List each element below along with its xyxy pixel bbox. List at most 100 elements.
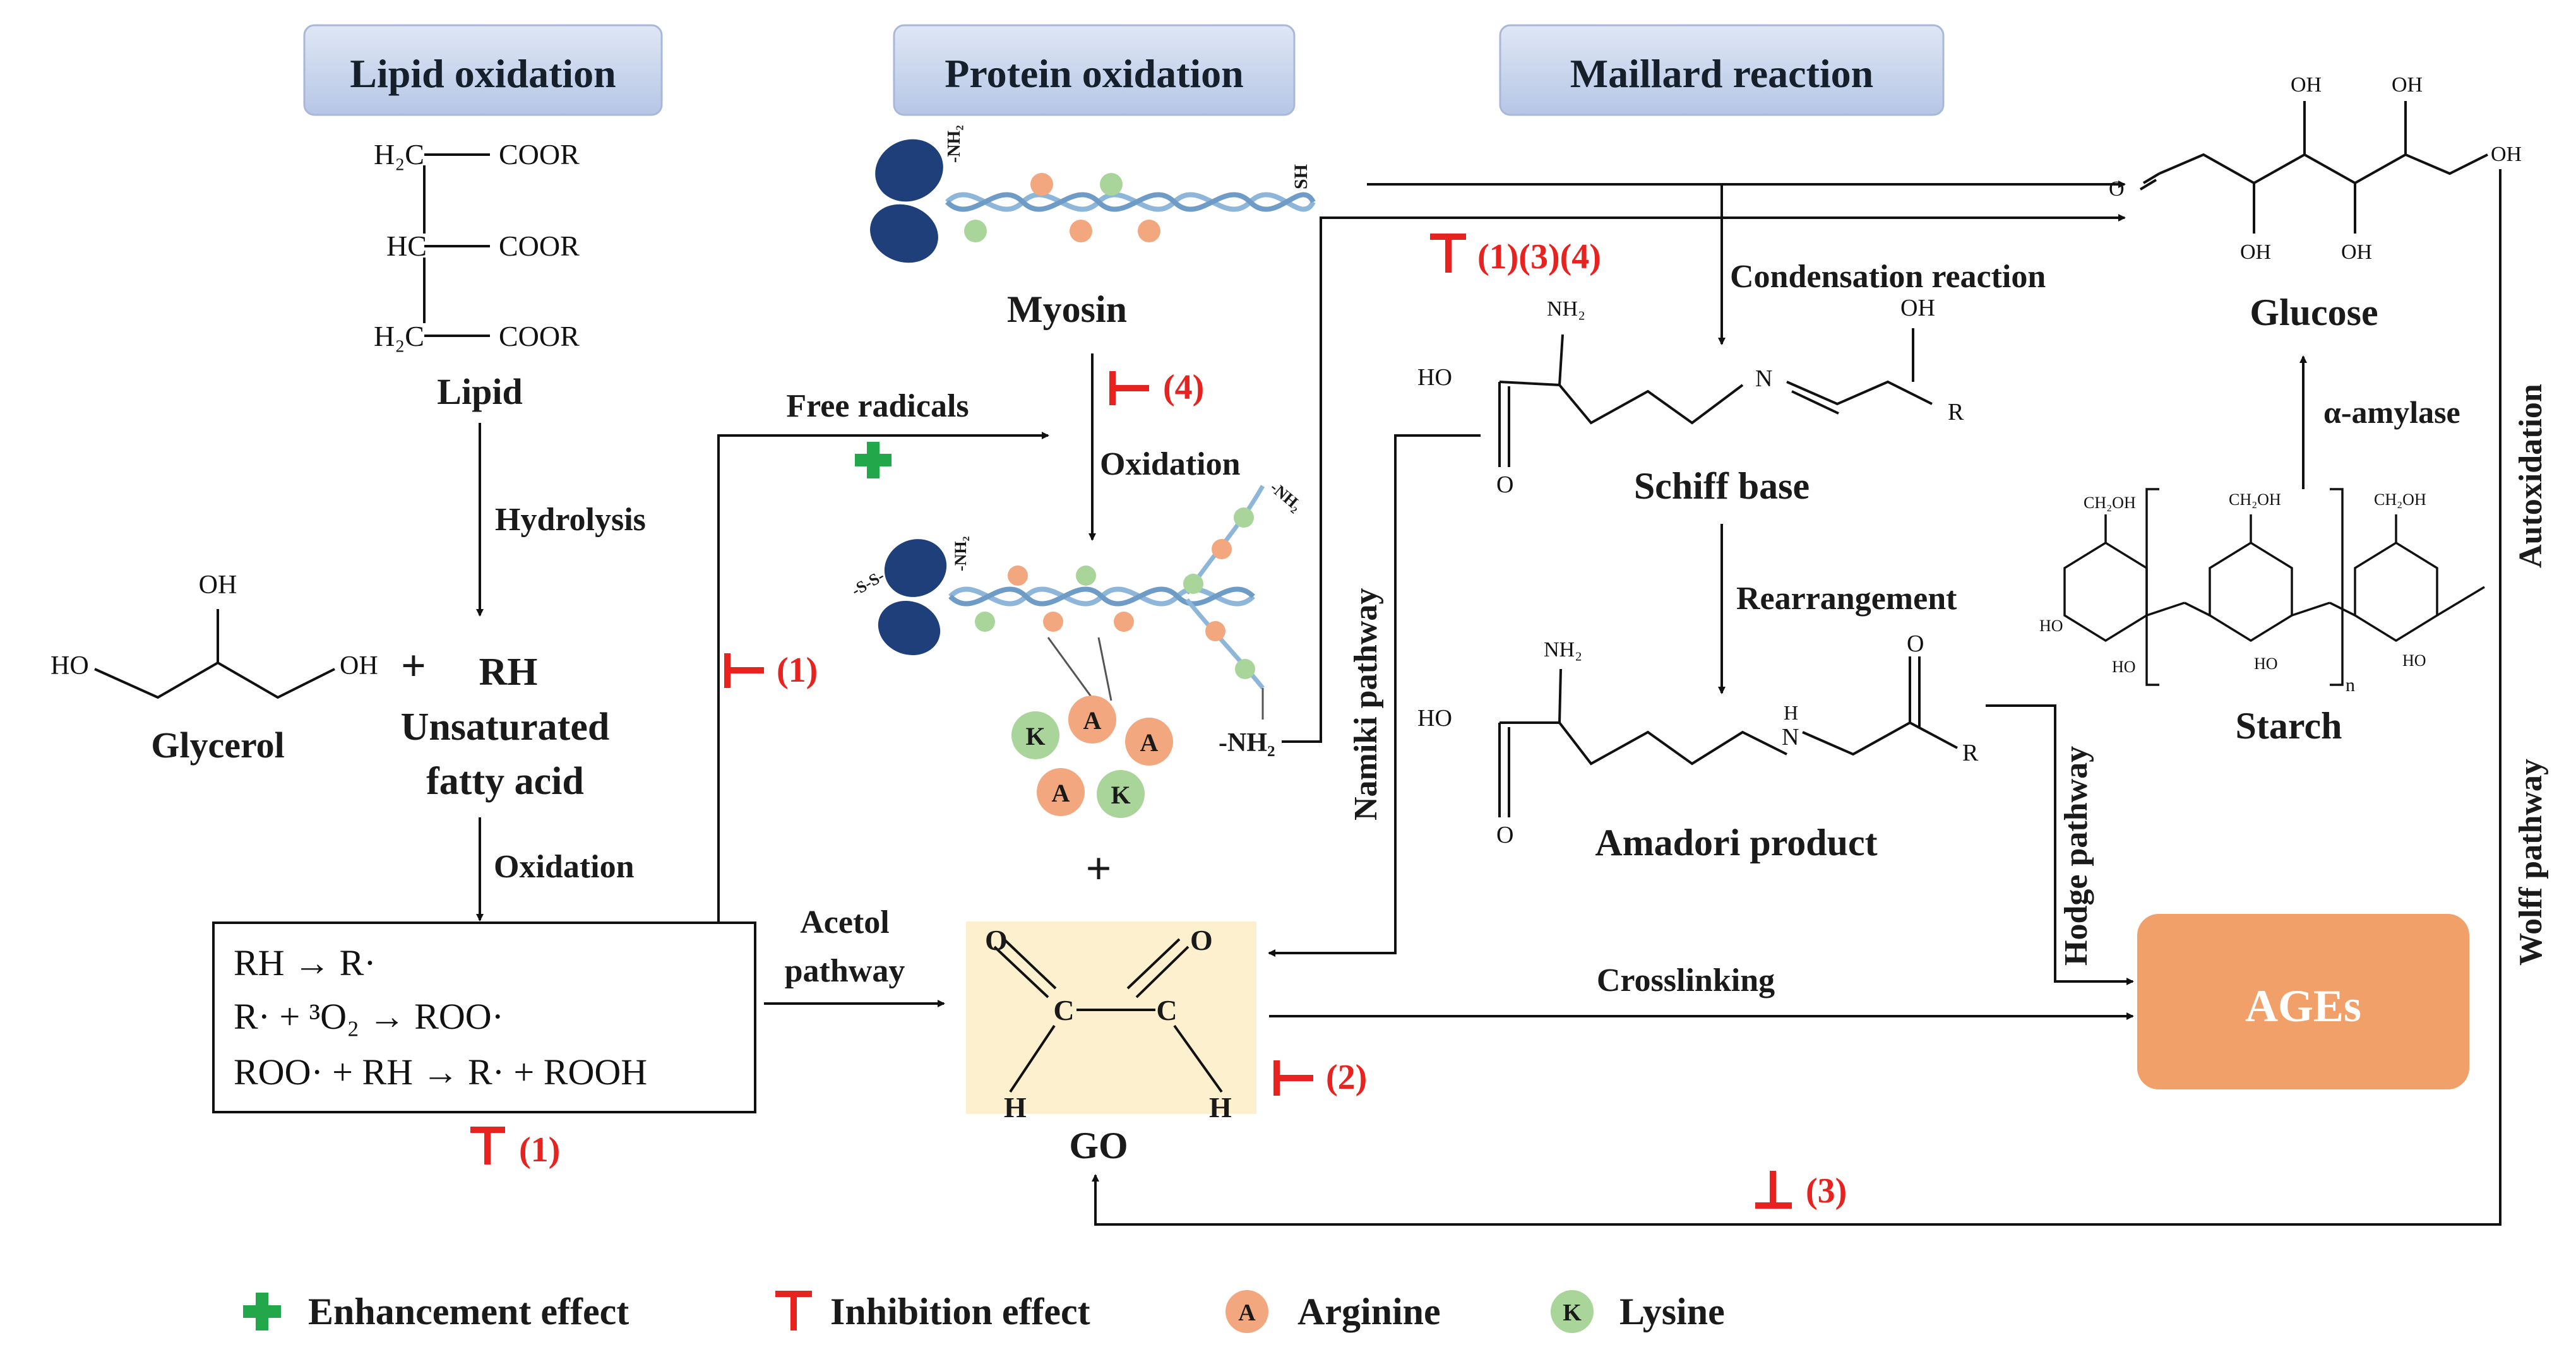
glycerol-structure bbox=[94, 609, 335, 699]
inhibit-symbol-134 bbox=[1430, 234, 1466, 273]
ages-label: AGEs bbox=[2245, 981, 2361, 1031]
legend-arginine-letter: A bbox=[1238, 1300, 1256, 1326]
starch-ho-3: HO bbox=[2254, 655, 2278, 673]
oxidized-nh2-top: -NH₂ bbox=[1267, 478, 1305, 514]
go-o-left: O bbox=[985, 924, 1008, 956]
amylase-label: α-amylase bbox=[2323, 394, 2460, 430]
namiki-arrow bbox=[1268, 434, 1481, 957]
amadori-n: N bbox=[1782, 724, 1799, 750]
myosin-sh: SH bbox=[1291, 164, 1311, 189]
starch-ho-2: HO bbox=[2112, 658, 2136, 676]
ufa-line1: Unsaturated bbox=[401, 706, 610, 749]
glucose-oh-5: OH bbox=[2491, 143, 2522, 166]
schiff-oh: OH bbox=[1900, 295, 1935, 321]
inhibit-symbol-reactions bbox=[470, 1127, 505, 1164]
header-protein-label: Protein oxidation bbox=[945, 51, 1244, 96]
hydrolysis-label: Hydrolysis bbox=[495, 502, 646, 538]
schiff-nh2: NH₂ bbox=[1547, 297, 1585, 321]
inhibit-symbol-1 bbox=[724, 653, 764, 688]
myosin-nh2: -NH₂ bbox=[945, 125, 964, 163]
lipid-coor-3: COOR bbox=[499, 320, 580, 352]
go-h-right: H bbox=[1209, 1091, 1232, 1123]
inhibit-symbol-4 bbox=[1109, 371, 1149, 405]
amadori-structure bbox=[1498, 656, 1958, 817]
hodge-arrow bbox=[1986, 704, 2134, 985]
inhibit-symbol-3 bbox=[1755, 1171, 1792, 1209]
amadori-o: O bbox=[1496, 822, 1513, 848]
go-c-left: C bbox=[1053, 994, 1074, 1026]
go-c-right: C bbox=[1156, 994, 1177, 1026]
inhibit-label-1: (1) bbox=[777, 651, 818, 690]
glucose-oh-3: OH bbox=[2240, 240, 2271, 264]
header-protein-oxidation: Protein oxidation bbox=[893, 24, 1296, 116]
rh-label: RH bbox=[479, 651, 538, 694]
protein-plus: + bbox=[1085, 843, 1111, 894]
starch-ho-1: HO bbox=[2039, 617, 2063, 635]
enhance-symbol-free-radicals bbox=[855, 442, 891, 478]
glucose-label: Glucose bbox=[2250, 292, 2378, 333]
inhibit-label-134: (1)(3)(4) bbox=[1477, 237, 1601, 276]
starch-ho-4: HO bbox=[2402, 651, 2426, 670]
starch-structure bbox=[2063, 488, 2485, 686]
oxidized-myosin bbox=[878, 485, 1265, 720]
lipid-h2c-bot: H₂C bbox=[374, 320, 424, 352]
header-maillard-reaction: Maillard reaction bbox=[1499, 24, 1945, 116]
glycerol-ho: HO bbox=[51, 651, 89, 680]
aa-a-1: A bbox=[1083, 706, 1102, 735]
glucose-oh-2: OH bbox=[2392, 73, 2423, 97]
inhibit-label-3: (3) bbox=[1806, 1171, 1847, 1211]
glucose-o: O bbox=[2109, 177, 2125, 201]
legend-inhibit-icon bbox=[775, 1291, 812, 1330]
wolff-label: Wolff pathway bbox=[2513, 759, 2549, 966]
free-radical-arrow bbox=[717, 432, 1049, 923]
schiff-r: R bbox=[1948, 399, 1964, 425]
acetol-label-2: pathway bbox=[785, 953, 905, 989]
aa-a-3: A bbox=[1052, 779, 1070, 807]
reaction-line-1: RH → R· bbox=[234, 942, 376, 983]
rearrangement-label: Rearrangement bbox=[1736, 581, 1957, 617]
glucose-structure bbox=[2139, 101, 2488, 234]
legend-lysine-label: Lysine bbox=[1619, 1291, 1725, 1332]
amadori-label: Amadori product bbox=[1595, 822, 1877, 863]
lipid-plus: + bbox=[401, 642, 426, 690]
hodge-label: Hodge pathway bbox=[2058, 746, 2094, 966]
wolff-arrow bbox=[1092, 169, 2501, 1226]
schiff-n: N bbox=[1755, 365, 1772, 392]
lipid-coor-1: COOR bbox=[499, 138, 580, 170]
free-radicals-label: Free radicals bbox=[786, 388, 969, 424]
starch-ch2oh-1: CH₂OH bbox=[2084, 494, 2136, 512]
lipid-structure bbox=[423, 153, 490, 337]
amadori-r: R bbox=[1962, 740, 1979, 766]
lipid-hc: HC bbox=[386, 230, 427, 262]
aa-a-2: A bbox=[1140, 728, 1159, 757]
ages-box bbox=[2137, 914, 2469, 1089]
glucose-oh-4: OH bbox=[2341, 240, 2372, 264]
free-amino-acids bbox=[1011, 696, 1173, 818]
acetol-label-1: Acetol bbox=[800, 904, 889, 940]
protein-oxidation-label: Oxidation bbox=[1100, 446, 1241, 482]
legend-arginine-label: Arginine bbox=[1297, 1291, 1441, 1332]
reaction-box bbox=[212, 921, 756, 1113]
oxidized-nh2: -NH₂ bbox=[951, 536, 970, 571]
go-structure bbox=[993, 938, 1223, 1093]
amadori-nh2: NH₂ bbox=[1544, 638, 1582, 661]
legend: Enhancement effect Inhibition effect A A… bbox=[243, 1290, 1725, 1333]
legend-arginine-icon bbox=[1225, 1290, 1268, 1333]
legend-inhibition-label: Inhibition effect bbox=[830, 1291, 1090, 1332]
legend-enhancement-label: Enhancement effect bbox=[308, 1291, 629, 1332]
schiff-ho: HO bbox=[1417, 364, 1452, 391]
legend-lysine-letter: K bbox=[1563, 1300, 1582, 1326]
starch-n: n bbox=[2346, 675, 2355, 696]
inhibit-label-2: (2) bbox=[1326, 1058, 1367, 1097]
crosslinking-label: Crosslinking bbox=[1597, 963, 1775, 998]
glycerol-label: Glycerol bbox=[151, 725, 285, 766]
schiff-base-label: Schiff base bbox=[1634, 465, 1810, 507]
schiff-o: O bbox=[1496, 471, 1513, 498]
free-nh2: -NH₂ bbox=[1219, 728, 1275, 757]
aa-k-1: K bbox=[1025, 722, 1045, 750]
glycerol-oh-top: OH bbox=[199, 571, 237, 600]
go-o-right: O bbox=[1190, 924, 1213, 956]
header-lipid-label: Lipid oxidation bbox=[350, 51, 616, 96]
condensation-label: Condensation reaction bbox=[1730, 259, 2046, 295]
